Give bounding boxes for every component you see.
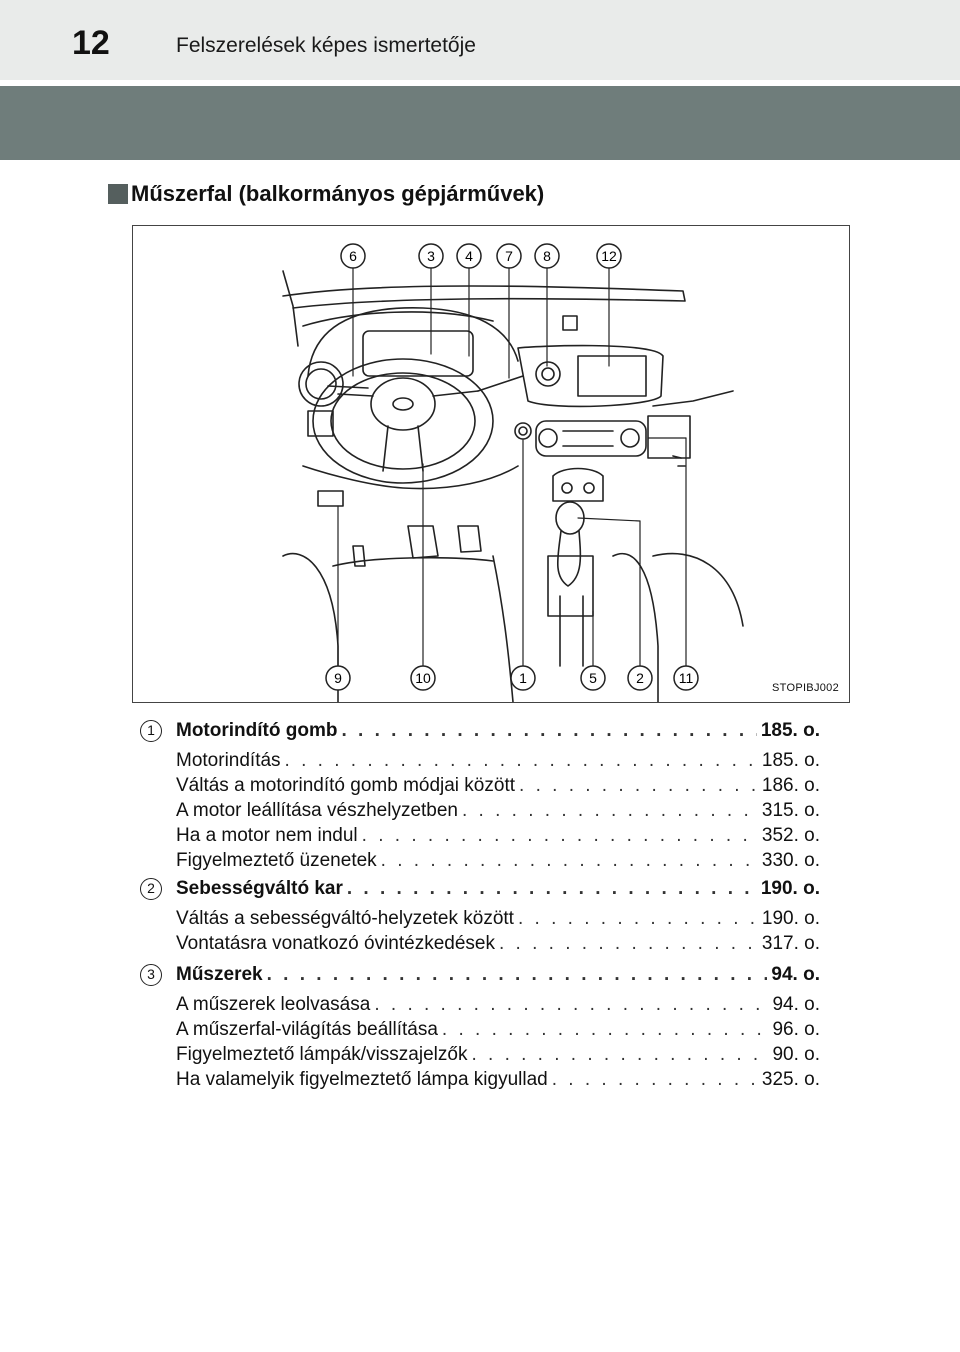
- entry-title: Sebességváltó kar: [176, 878, 343, 899]
- leader-dots: [518, 908, 758, 930]
- callout-label: 1: [519, 670, 527, 686]
- callout-3: 3: [418, 243, 444, 269]
- callout-label: 3: [427, 248, 435, 264]
- callout-1: 1: [510, 665, 536, 691]
- page-header: 12 Felszerelések képes ismertetője: [0, 0, 960, 80]
- sub-item: Váltás a sebességváltó-helyzetek között …: [176, 908, 820, 932]
- sub-item-label: A motor leállítása vészhelyzetben: [176, 800, 458, 821]
- entry-page: 94. o.: [771, 964, 820, 985]
- callout-label: 7: [505, 248, 513, 264]
- entry-number: 2: [140, 878, 162, 900]
- leader-dots: [519, 775, 758, 797]
- callout-6: 6: [340, 243, 366, 269]
- leader-dots: [285, 750, 758, 772]
- leader-dots: [381, 850, 758, 872]
- sub-item-page: 330. o.: [761, 850, 820, 871]
- figure-code: STOPIBJ002: [772, 682, 839, 694]
- leader-dots: [471, 1044, 768, 1066]
- section-marker-icon: [108, 184, 128, 204]
- callout-label: 4: [465, 248, 473, 264]
- callout-label: 11: [679, 670, 694, 686]
- callout-5: 5: [580, 665, 606, 691]
- sub-item-label: Vontatásra vonatkozó óvintézkedések: [176, 933, 495, 954]
- leader-dots: [442, 1019, 769, 1041]
- sub-item: Vontatásra vonatkozó óvintézkedések 317.…: [176, 933, 820, 957]
- sub-item-page: 94. o.: [772, 994, 820, 1015]
- entry-title-row: Sebességváltó kar 190. o.: [176, 878, 820, 902]
- running-title: Felszerelések képes ismertetője: [176, 34, 476, 57]
- leader-dots: [462, 800, 758, 822]
- sub-item: A műszerfal-világítás beállítása 96. o.: [176, 1019, 820, 1043]
- sub-item-page: 185. o.: [761, 750, 820, 771]
- entry-number: 1: [140, 720, 162, 742]
- entry-2: 2 Sebességváltó kar 190. o. Váltás a seb…: [140, 878, 820, 958]
- callout-label: 2: [636, 670, 644, 686]
- callout-label: 8: [543, 248, 551, 264]
- entry-title: Motorindító gomb: [176, 720, 338, 741]
- sub-item: A műszerek leolvasása 94. o.: [176, 994, 820, 1018]
- sub-item: Ha valamelyik figyelmeztető lámpa kigyul…: [176, 1069, 820, 1093]
- entry-title: Műszerek: [176, 964, 263, 985]
- entry-3: 3 Műszerek 94. o. A műszerek leolvasása …: [140, 964, 820, 1094]
- sub-item-page: 186. o.: [761, 775, 820, 796]
- callout-4: 4: [456, 243, 482, 269]
- sub-item-label: Váltás a sebességváltó-helyzetek között: [176, 908, 514, 929]
- callout-label: 12: [601, 248, 617, 264]
- sub-item-page: 90. o.: [772, 1044, 820, 1065]
- sub-item-label: Ha valamelyik figyelmeztető lámpa kigyul…: [176, 1069, 548, 1090]
- callout-layer: 6 3 4 7 8 12 9 10: [325, 243, 699, 691]
- page-number: 12: [72, 24, 110, 62]
- sub-item-page: 317. o.: [761, 933, 820, 954]
- entry-title-row: Műszerek 94. o.: [176, 964, 820, 988]
- sub-item: Váltás a motorindító gomb módjai között …: [176, 775, 820, 799]
- sub-item-page: 190. o.: [761, 908, 820, 929]
- leader-dots: [362, 825, 758, 847]
- sub-item-page: 352. o.: [761, 825, 820, 846]
- callout-12: 12: [596, 243, 622, 269]
- callout-7: 7: [496, 243, 522, 269]
- callout-label: 6: [349, 248, 357, 264]
- callout-label: 5: [589, 670, 597, 686]
- leader-dots: [347, 878, 757, 900]
- sub-item: Motorindítás 185. o.: [176, 750, 820, 774]
- dashboard-illustration: 6 3 4 7 8 12 9 10: [132, 225, 850, 703]
- section-heading: Műszerfal (balkormányos gépjárművek): [108, 180, 544, 208]
- sub-item: Ha a motor nem indul 352. o.: [176, 825, 820, 849]
- entry-page: 190. o.: [760, 878, 820, 899]
- leader-dots: [267, 964, 768, 986]
- sub-item: Figyelmeztető lámpák/visszajelzők 90. o.: [176, 1044, 820, 1068]
- leader-dots: [552, 1069, 758, 1091]
- sub-item-label: Figyelmeztető lámpák/visszajelzők: [176, 1044, 468, 1065]
- callout-8: 8: [534, 243, 560, 269]
- callout-label: 9: [334, 670, 342, 686]
- sub-item-label: Váltás a motorindító gomb módjai között: [176, 775, 516, 796]
- sub-item-label: A műszerek leolvasása: [176, 994, 371, 1015]
- sub-item: A motor leállítása vészhelyzetben 315. o…: [176, 800, 820, 824]
- callout-10: 10: [410, 665, 436, 691]
- section-title: Műszerfal (balkormányos gépjárművek): [131, 181, 545, 206]
- entry-title-row: Motorindító gomb 185. o.: [176, 720, 820, 744]
- callout-11: 11: [673, 665, 699, 691]
- entry-number: 3: [140, 964, 162, 986]
- dashboard-drawing: [282, 267, 744, 702]
- header-band: [0, 86, 960, 160]
- leader-dots: [341, 720, 756, 742]
- leader-dots: [374, 994, 768, 1016]
- sub-item-page: 315. o.: [761, 800, 820, 821]
- sub-item-label: A műszerfal-világítás beállítása: [176, 1019, 438, 1040]
- sub-item: Figyelmeztető üzenetek 330. o.: [176, 850, 820, 874]
- sub-item-label: Ha a motor nem indul: [176, 825, 358, 846]
- callout-2: 2: [627, 665, 653, 691]
- leader-dots: [499, 933, 758, 955]
- sub-item-label: Figyelmeztető üzenetek: [176, 850, 377, 871]
- sub-item-page: 325. o.: [761, 1069, 820, 1090]
- sub-item-label: Motorindítás: [176, 750, 281, 771]
- entry-1: 1 Motorindító gomb 185. o. Motorindítás …: [140, 720, 820, 871]
- callout-label: 10: [415, 670, 431, 686]
- entry-page: 185. o.: [760, 720, 820, 741]
- callout-9: 9: [325, 665, 351, 691]
- sub-item-page: 96. o.: [772, 1019, 820, 1040]
